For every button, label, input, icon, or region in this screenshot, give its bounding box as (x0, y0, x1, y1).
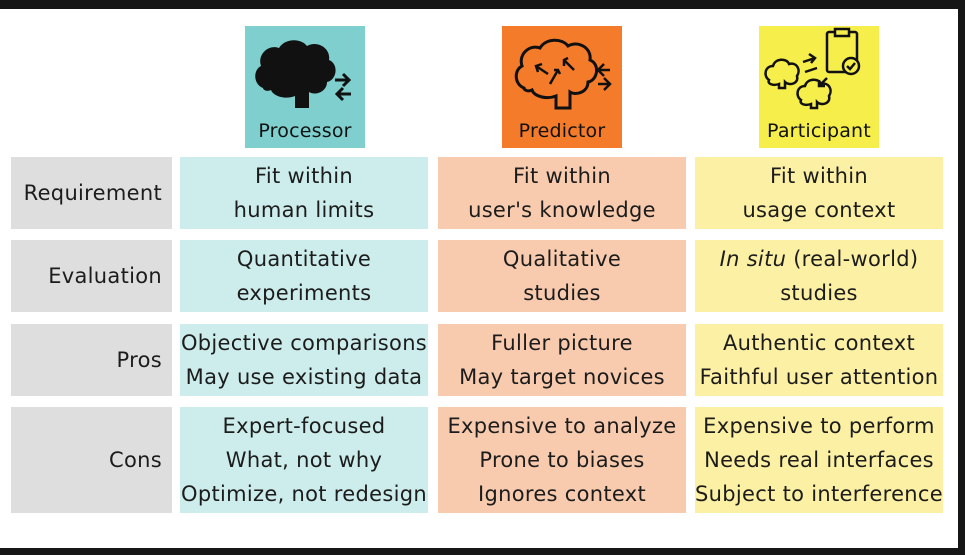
cell-pros-predictor: Fuller picture May target novices (438, 324, 686, 396)
slide: Processor Predictor Participant Requir (0, 9, 958, 548)
cell-evaluation-processor: Quantitative experiments (180, 240, 428, 312)
cell-evaluation-participant: In situ (real-world) studies (695, 240, 943, 312)
brain-circuit-icon (514, 38, 612, 110)
cell-requirement-predictor: Fit within user's knowledge (438, 157, 686, 229)
header-label: Predictor (518, 120, 606, 142)
cell-evaluation-predictor: Qualitative studies (438, 240, 686, 312)
header-label: Processor (258, 120, 352, 142)
cell-cons-predictor: Expensive to analyze Prone to biases Ign… (438, 407, 686, 513)
row-label-cons: Cons (11, 407, 172, 513)
row-label-evaluation: Evaluation (11, 240, 172, 312)
brain-arrows-icon (255, 40, 352, 108)
cell-cons-processor: Expert-focused What, not why Optimize, n… (180, 407, 428, 513)
row-label-pros: Pros (11, 324, 172, 396)
cell-pros-processor: Objective comparisons May use existing d… (180, 324, 428, 396)
brains-clipboard-icon (764, 27, 861, 110)
header-processor: Processor (245, 26, 365, 148)
row-label-requirement: Requirement (11, 157, 172, 229)
cell-requirement-participant: Fit within usage context (695, 157, 943, 229)
cell-cons-participant: Expensive to perform Needs real interfac… (695, 407, 943, 513)
cell-requirement-processor: Fit within human limits (180, 157, 428, 229)
cell-pros-participant: Authentic context Faithful user attentio… (695, 324, 943, 396)
header-predictor: Predictor (502, 26, 622, 148)
header-label: Participant (767, 120, 871, 142)
header-participant: Participant (759, 26, 879, 148)
